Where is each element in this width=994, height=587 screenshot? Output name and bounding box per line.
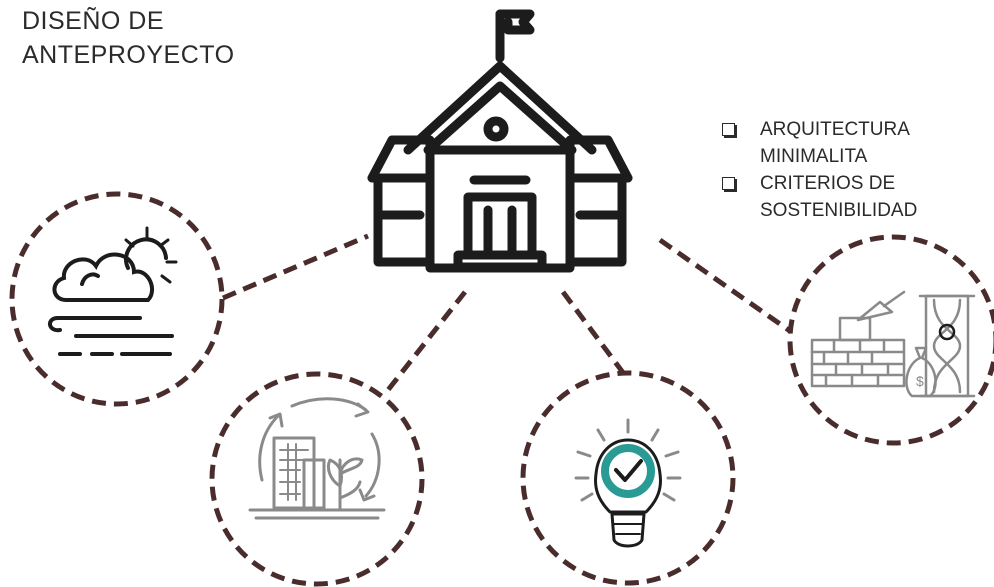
bricks-money-hourglass-icon: $ <box>810 290 976 398</box>
connector-construction <box>658 237 802 341</box>
criteria-list: ARQUITECTURA MINIMALITA CRITERIOS DE SOS… <box>720 116 990 224</box>
dollar-sign-icon: $ <box>916 373 924 389</box>
diagram-title: DISEÑO DE ANTEPROYECTO <box>22 4 235 72</box>
connector-idea <box>560 290 633 384</box>
circle-city <box>209 371 425 587</box>
criteria-item-text: SOSTENIBILIDAD <box>760 200 918 221</box>
criteria-item-architecture: ARQUITECTURA MINIMALITA <box>720 116 990 170</box>
city-recycle-icon <box>248 397 386 520</box>
criteria-item-text: ARQUITECTURA <box>760 119 910 140</box>
connector-city <box>386 290 467 392</box>
title-line-1: DISEÑO DE <box>22 7 165 35</box>
checkbox-icon <box>722 123 735 136</box>
criteria-item-text: CRITERIOS DE <box>760 173 896 194</box>
school-building-icon <box>367 9 633 273</box>
criteria-item-text: MINIMALITA <box>760 146 868 167</box>
connector-climate <box>222 233 369 301</box>
weather-wind-icon <box>48 226 178 356</box>
criteria-item-sustainability: CRITERIOS DE SOSTENIBILIDAD <box>720 170 990 224</box>
checkbox-icon <box>722 177 735 190</box>
lightbulb-check-icon <box>574 418 682 548</box>
title-line-2: ANTEPROYECTO <box>22 41 235 69</box>
